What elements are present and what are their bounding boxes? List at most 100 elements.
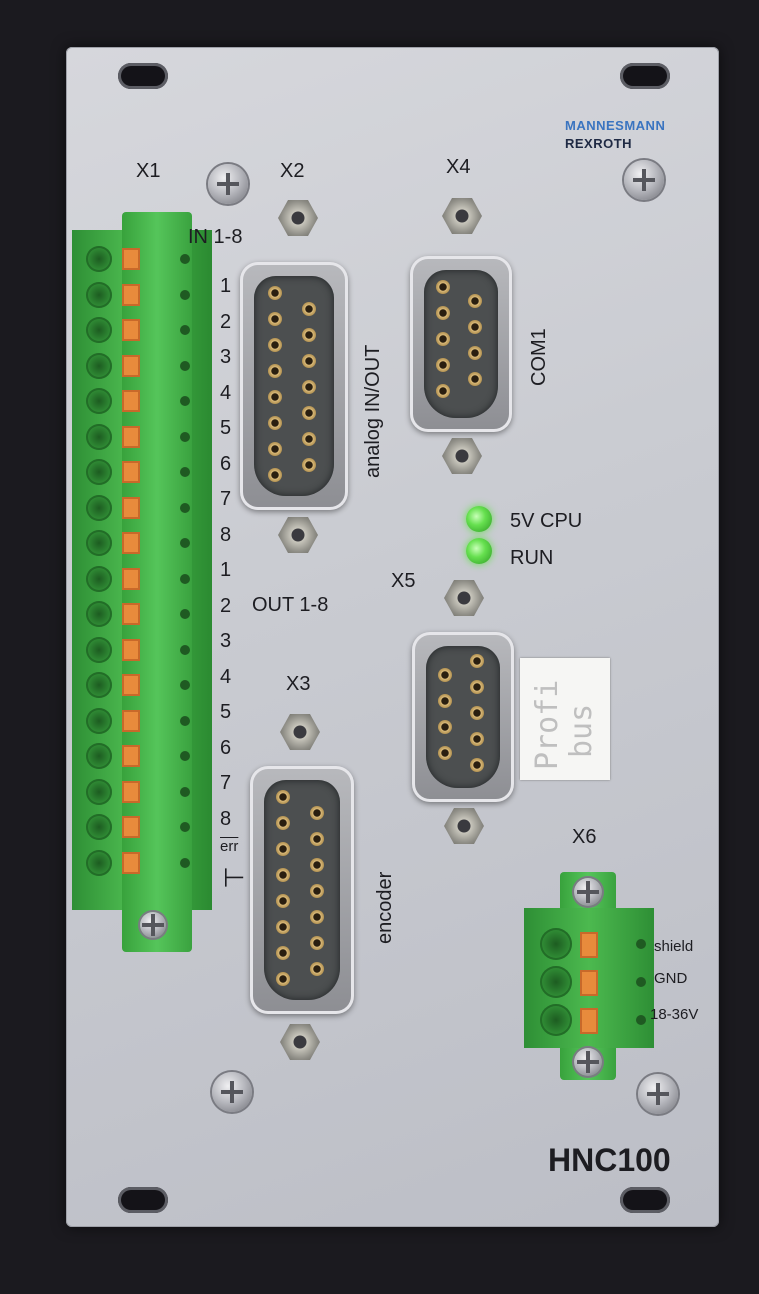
terminal-slot[interactable] xyxy=(86,707,112,734)
brand-line-2: REXROTH xyxy=(565,136,633,151)
terminal-slot[interactable] xyxy=(86,317,112,343)
terminal-release-lever[interactable] xyxy=(122,496,140,519)
mounting-slot-top-left xyxy=(118,63,168,89)
terminal-release-lever[interactable] xyxy=(122,780,140,803)
terminal-test-point xyxy=(180,360,190,371)
terminal-release-lever[interactable] xyxy=(122,425,140,448)
terminal-slot[interactable] xyxy=(86,743,112,769)
power-terminal-slot[interactable] xyxy=(540,928,572,960)
terminal-release-lever[interactable] xyxy=(122,638,140,661)
terminal-release-lever[interactable] xyxy=(122,709,140,732)
terminal-release-lever[interactable] xyxy=(122,674,140,696)
power-terminal-test-point xyxy=(636,977,646,987)
terminal-slot[interactable] xyxy=(86,388,112,414)
terminal-release-lever[interactable] xyxy=(122,567,140,590)
x2-analog-connector[interactable] xyxy=(240,262,348,510)
connector-pin xyxy=(310,884,324,898)
brand-line-1: MANNESMANN xyxy=(565,118,666,133)
connector-label-x6: X6 xyxy=(572,826,597,848)
panel-screw-icon xyxy=(638,1074,678,1114)
terminal-slot[interactable] xyxy=(86,778,112,805)
terminal-test-point xyxy=(180,822,190,832)
terminal-slot[interactable] xyxy=(86,530,112,556)
connector-pin xyxy=(268,286,282,300)
terminal-screw-icon xyxy=(140,912,166,938)
terminal-slot[interactable] xyxy=(86,352,112,379)
profibus-text-1: Profi xyxy=(530,679,565,770)
connector-pin xyxy=(268,312,282,326)
terminal-release-lever[interactable] xyxy=(122,248,140,270)
terminal-number: 4 xyxy=(220,665,232,688)
connector-label-x5: X5 xyxy=(391,570,416,592)
terminal-slot[interactable] xyxy=(86,494,112,521)
terminal-slot[interactable] xyxy=(86,246,112,272)
terminal-slot[interactable] xyxy=(86,814,112,840)
terminal-release-lever[interactable] xyxy=(122,319,140,341)
power-terminal-slot[interactable] xyxy=(540,1004,572,1036)
x4-com1-connector[interactable] xyxy=(410,256,512,432)
connector-pin xyxy=(268,390,282,404)
connector-pin xyxy=(268,364,282,378)
terminal-release-lever[interactable] xyxy=(122,461,140,483)
connector-pin xyxy=(470,706,484,720)
led-run-icon xyxy=(466,538,492,564)
connector-pin xyxy=(302,302,316,316)
terminal-test-point xyxy=(180,325,190,335)
terminal-slot[interactable] xyxy=(86,636,112,663)
out-group-label: OUT 1-8 xyxy=(252,594,329,616)
connector-pin xyxy=(468,294,482,308)
power-terminal-release-lever[interactable] xyxy=(580,970,598,996)
connector-pin xyxy=(276,790,290,804)
terminal-release-lever[interactable] xyxy=(122,390,140,412)
connector-pin xyxy=(302,354,316,368)
led-run-label: RUN xyxy=(510,547,554,569)
terminal-release-lever[interactable] xyxy=(122,816,140,838)
panel-screw-icon xyxy=(624,160,664,200)
terminal-number: 5 xyxy=(220,417,232,439)
terminal-slot[interactable] xyxy=(86,672,112,698)
connector-pin xyxy=(438,720,452,734)
terminal-number: 1 xyxy=(220,559,232,581)
x3-encoder-connector[interactable] xyxy=(250,766,354,1014)
x5-profibus-connector[interactable] xyxy=(412,632,514,802)
mounting-slot-bottom-right xyxy=(620,1187,670,1213)
connector-pin xyxy=(310,910,324,924)
connector-pin xyxy=(438,668,452,682)
connector-label-x2: X2 xyxy=(280,160,305,182)
terminal-test-point xyxy=(180,431,190,442)
terminal-slot[interactable] xyxy=(86,459,112,485)
terminal-number: 3 xyxy=(220,630,232,652)
terminal-number: 8 xyxy=(220,807,232,830)
power-terminal-test-point xyxy=(636,939,646,949)
terminal-release-lever[interactable] xyxy=(122,603,140,625)
power-terminal-release-lever[interactable] xyxy=(580,1008,598,1034)
connector-pin xyxy=(436,332,450,346)
terminal-slot[interactable] xyxy=(86,849,112,876)
terminal-release-lever[interactable] xyxy=(122,851,140,874)
terminal-release-lever[interactable] xyxy=(122,354,140,377)
terminal-slot[interactable] xyxy=(86,601,112,627)
encoder-label: encoder xyxy=(374,871,396,944)
terminal-release-lever[interactable] xyxy=(122,283,140,306)
terminal-release-lever[interactable] xyxy=(122,532,140,554)
terminal-slot[interactable] xyxy=(86,423,112,450)
terminal-release-lever[interactable] xyxy=(122,745,140,767)
power-terminal-release-lever[interactable] xyxy=(580,932,598,958)
connector-pin xyxy=(438,694,452,708)
terminal-slot[interactable] xyxy=(86,565,112,592)
terminal-test-point xyxy=(180,254,190,264)
terminal-number: 2 xyxy=(220,310,232,333)
model-name: HNC100 xyxy=(548,1142,671,1178)
voltage-label: 18-36V xyxy=(650,1006,699,1023)
power-terminal-slot[interactable] xyxy=(540,966,572,998)
panel-screw-icon xyxy=(208,164,248,204)
profibus-text-2: bus xyxy=(564,703,599,758)
terminal-number: 3 xyxy=(220,346,232,368)
terminal-screw-icon xyxy=(574,1048,602,1076)
mounting-slot-top-right xyxy=(620,63,670,89)
terminal-slot[interactable] xyxy=(86,281,112,308)
connector-label-x3: X3 xyxy=(286,673,311,695)
terminal-test-point xyxy=(180,502,190,513)
connector-pin xyxy=(276,816,290,830)
terminal-number: 4 xyxy=(220,381,232,404)
